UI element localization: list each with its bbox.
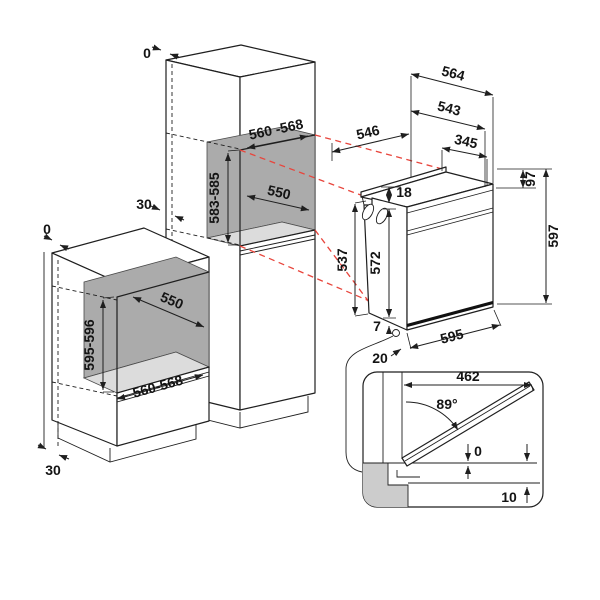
dim-door-width: 462 [456,368,480,384]
oven-control-panel-divider [406,207,494,236]
dim-oven-fascia-height: 97 [522,171,538,187]
dim-gap-top: 0 [474,443,482,459]
oven-foot-screw [392,329,400,337]
dim-oven-depth-with-door: 564 [440,62,467,83]
door-detail-inset: 462 89° 0 10 [362,368,544,508]
dim-oven-bottom-offset: 7 [373,318,381,334]
dim-oven-depth-345: 345 [453,131,479,152]
inset-angle-arc [405,401,459,431]
oven-door-bottom-edge [406,300,494,328]
detail-leader-line [345,335,394,473]
dim-tall-top-gap: 0 [143,45,151,61]
dim-oven-niche-to-front: 546 [355,122,382,143]
base-cabinet-hidden-lines [51,260,118,446]
dim-tall-rear-gap: 30 [136,196,152,212]
tall-niche-back-panel [206,126,316,239]
base-cabinet-plinth [57,423,197,463]
dim-gap-bottom: 10 [501,489,517,505]
oven-top-trim [406,189,494,214]
oven [360,166,494,337]
base-cabinet [43,227,211,463]
dim-tall-niche-height: 583-585 [206,172,222,224]
oven-dimensions: 564 543 546 345 18 97 597 537 572 7 595 … [331,62,561,366]
dim-base-niche-height: 595-596 [81,319,97,371]
dim-oven-body-height: 537 [334,248,350,272]
dim-oven-top-offset: 18 [396,184,412,200]
dim-oven-front-height: 572 [367,251,383,275]
dim-oven-depth-body: 543 [436,98,463,119]
inset-cabinet-front-lines [382,372,403,463]
dim-tall-niche-depth: 550 [266,182,293,203]
dim-opening-angle: 89° [436,396,457,412]
tall-niche-trim [239,234,316,256]
oven-vent-slot [361,203,375,221]
dim-oven-total-height: 597 [545,224,561,248]
oven-front-face [406,183,494,331]
dim-base-top-gap: 0 [43,221,51,237]
dim-base-rear-gap: 30 [45,462,61,478]
dim-oven-front-width: 595 [438,325,465,346]
dim-oven-door-clearance: 20 [372,350,388,366]
